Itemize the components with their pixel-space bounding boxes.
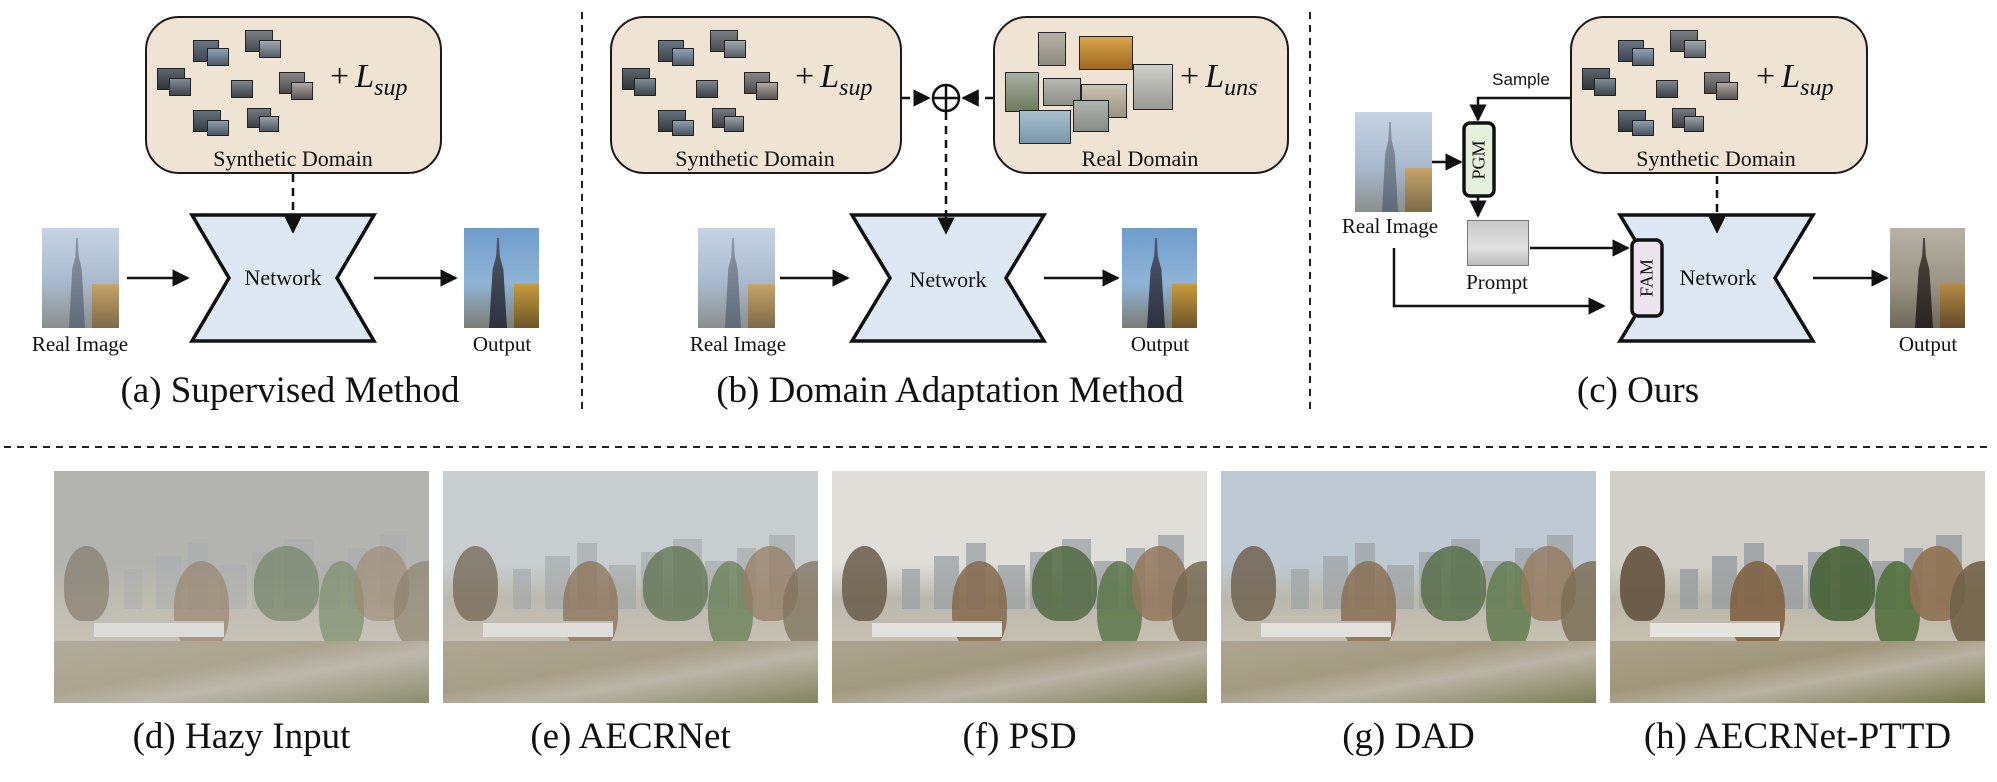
result-image	[1221, 471, 1596, 703]
real-domain-label-b: Real Domain	[1081, 146, 1199, 171]
loss-sup-c: +Lsup	[1756, 58, 1834, 101]
real-image-c	[1355, 112, 1432, 212]
network-a-shape	[188, 213, 378, 343]
real-image-label-c: Real Image	[1341, 214, 1439, 238]
output-label-a: Output	[472, 332, 532, 356]
result-image	[1610, 471, 1985, 703]
result-image	[443, 471, 818, 703]
result-caption: (g) DAD	[1342, 716, 1475, 757]
synthetic-thumbnails-a	[155, 28, 325, 138]
real-thumbnails-b	[1003, 28, 1183, 144]
sample-label: Sample	[1492, 70, 1550, 89]
arrow-c-sample	[1469, 96, 1570, 122]
output-label-c: Output	[1898, 332, 1958, 356]
synthetic-thumbnails-b	[620, 28, 790, 138]
network-label-a: Network	[244, 265, 322, 290]
result-caption: (e) AECRNet	[530, 716, 731, 757]
result-caption: (h) AECRNet-PTTD	[1643, 716, 1952, 757]
network-label-b: Network	[909, 267, 987, 292]
caption-c: (c) Ours	[1576, 370, 1700, 411]
synthetic-domain-label-b: Synthetic Domain	[675, 146, 835, 171]
real-image-b	[698, 228, 775, 328]
synthetic-thumbnails-c	[1580, 28, 1750, 138]
result-image	[54, 471, 429, 703]
output-image-c	[1890, 228, 1965, 328]
output-image-a	[464, 228, 539, 328]
result-image	[832, 471, 1207, 703]
network-b-shape	[848, 213, 1048, 343]
result-caption: (d) Hazy Input	[132, 716, 351, 757]
loss-uns-b: +Luns	[1180, 58, 1258, 101]
loss-sup-a: +Lsup	[330, 58, 408, 101]
real-image-a	[42, 228, 119, 328]
synthetic-domain-label-c: Synthetic Domain	[1636, 146, 1796, 171]
caption-b: (b) Domain Adaptation Method	[716, 370, 1184, 411]
caption-a: (a) Supervised Method	[120, 370, 460, 411]
network-label-c: Network	[1679, 265, 1757, 290]
prompt-image	[1467, 220, 1529, 266]
loss-sup-b: +Lsup	[795, 58, 873, 101]
synthetic-domain-label-a: Synthetic Domain	[213, 146, 373, 171]
fam-box	[1630, 238, 1664, 318]
real-image-label-a: Real Image	[31, 332, 129, 356]
result-caption: (f) PSD	[962, 716, 1077, 757]
arrow-c-image-to-fam	[1392, 248, 1606, 315]
real-image-label-b: Real Image	[689, 332, 787, 356]
prompt-label: Prompt	[1466, 270, 1528, 294]
fam-label: FAM	[1636, 259, 1657, 297]
output-label-b: Output	[1130, 332, 1190, 356]
output-image-b	[1122, 228, 1197, 328]
pgm-label: PGM	[1468, 140, 1489, 180]
